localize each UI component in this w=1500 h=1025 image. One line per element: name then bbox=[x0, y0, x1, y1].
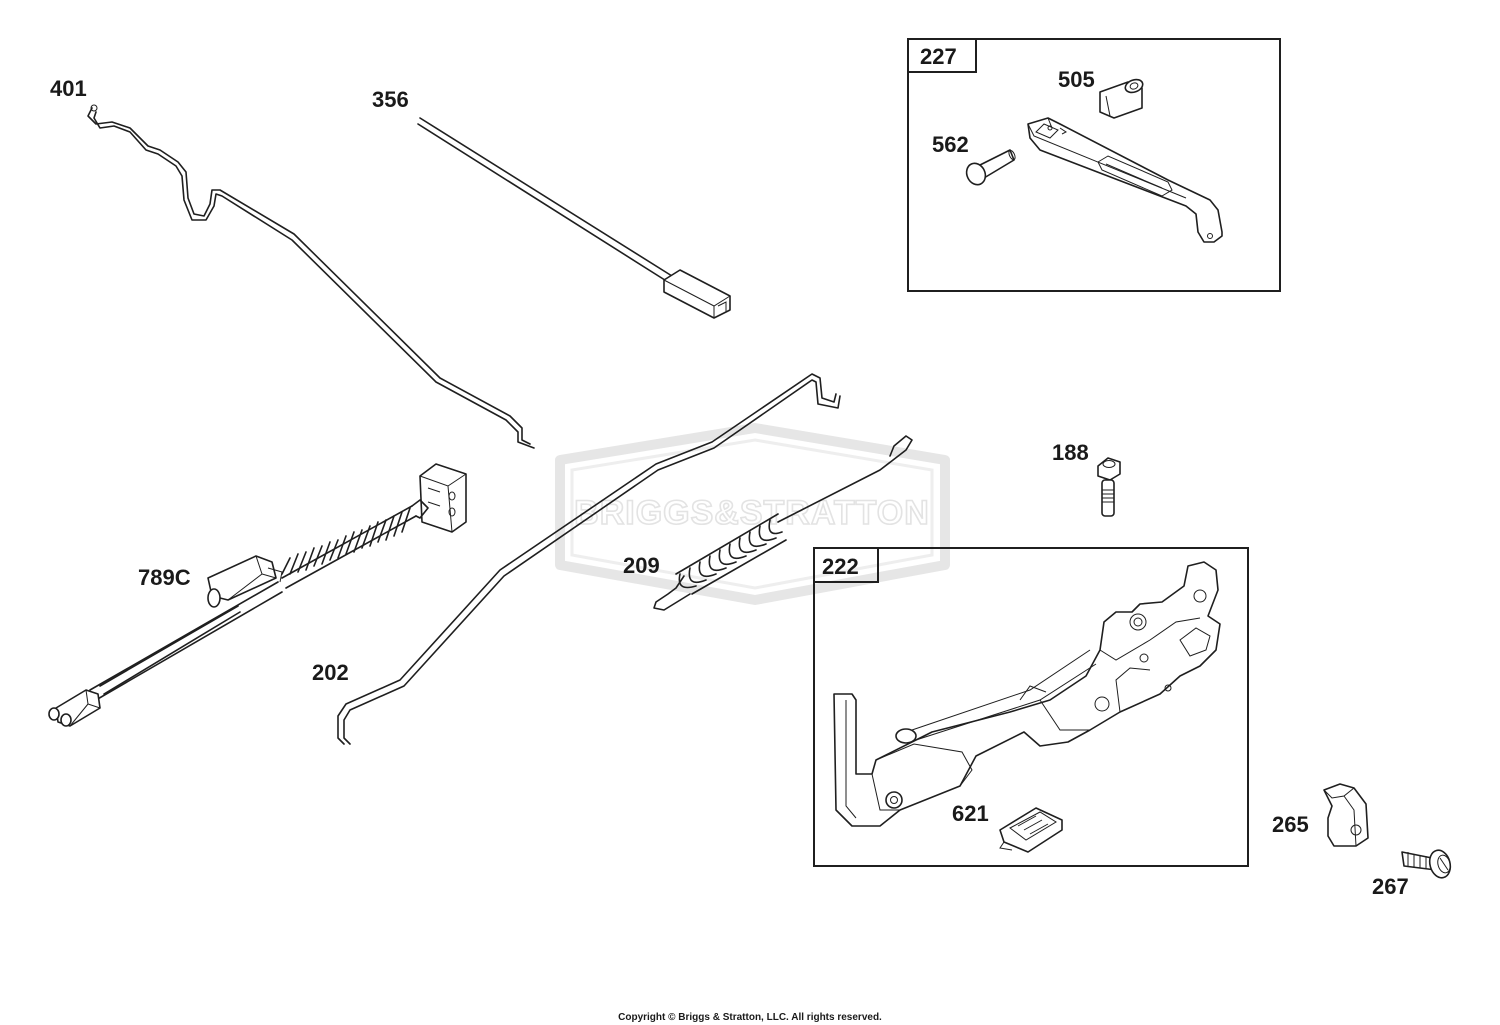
part-621-clip[interactable] bbox=[999, 807, 1063, 853]
label-209: 209 bbox=[623, 553, 660, 578]
box-222-frame bbox=[813, 547, 1249, 867]
part-562-pin[interactable] bbox=[963, 149, 1016, 187]
part-222-bracket[interactable] bbox=[833, 561, 1221, 827]
box-227-frame bbox=[907, 38, 1281, 292]
label-562: 562 bbox=[932, 132, 969, 157]
box-222-tag bbox=[813, 547, 879, 583]
box-222-group[interactable]: 222 621 bbox=[813, 547, 1249, 867]
part-505-bushing[interactable] bbox=[1099, 77, 1145, 119]
box-222-label: 222 bbox=[822, 554, 859, 579]
label-188: 188 bbox=[1052, 440, 1089, 465]
part-265-block[interactable] bbox=[1323, 783, 1369, 847]
label-265: 265 bbox=[1272, 812, 1309, 837]
box-227-group[interactable]: 227 505 562 bbox=[907, 38, 1281, 292]
watermark-text: BRIGGS&STRATTON bbox=[574, 494, 930, 532]
label-202: 202 bbox=[312, 660, 349, 685]
label-505: 505 bbox=[1058, 67, 1095, 92]
part-227-lever[interactable] bbox=[1027, 117, 1223, 243]
part-267-screw[interactable] bbox=[1401, 848, 1453, 880]
label-789c: 789C bbox=[138, 565, 191, 590]
copyright-notice: Copyright © Briggs & Stratton, LLC. All … bbox=[618, 1012, 882, 1023]
part-209-spring[interactable] bbox=[653, 435, 913, 611]
label-267: 267 bbox=[1372, 874, 1409, 899]
label-621: 621 bbox=[952, 801, 989, 826]
part-202-rod[interactable] bbox=[337, 373, 841, 745]
label-401: 401 bbox=[50, 76, 87, 101]
part-789c-cable-assembly[interactable] bbox=[48, 463, 467, 727]
part-188-bolt[interactable] bbox=[1097, 457, 1121, 517]
label-356: 356 bbox=[372, 87, 409, 112]
part-356-cable[interactable] bbox=[417, 117, 731, 319]
box-227-tag bbox=[907, 38, 977, 73]
box-227-label: 227 bbox=[920, 44, 957, 69]
brand-watermark: BRIGGS&STRATTON bbox=[555, 423, 950, 605]
part-401-rod[interactable] bbox=[87, 104, 535, 449]
